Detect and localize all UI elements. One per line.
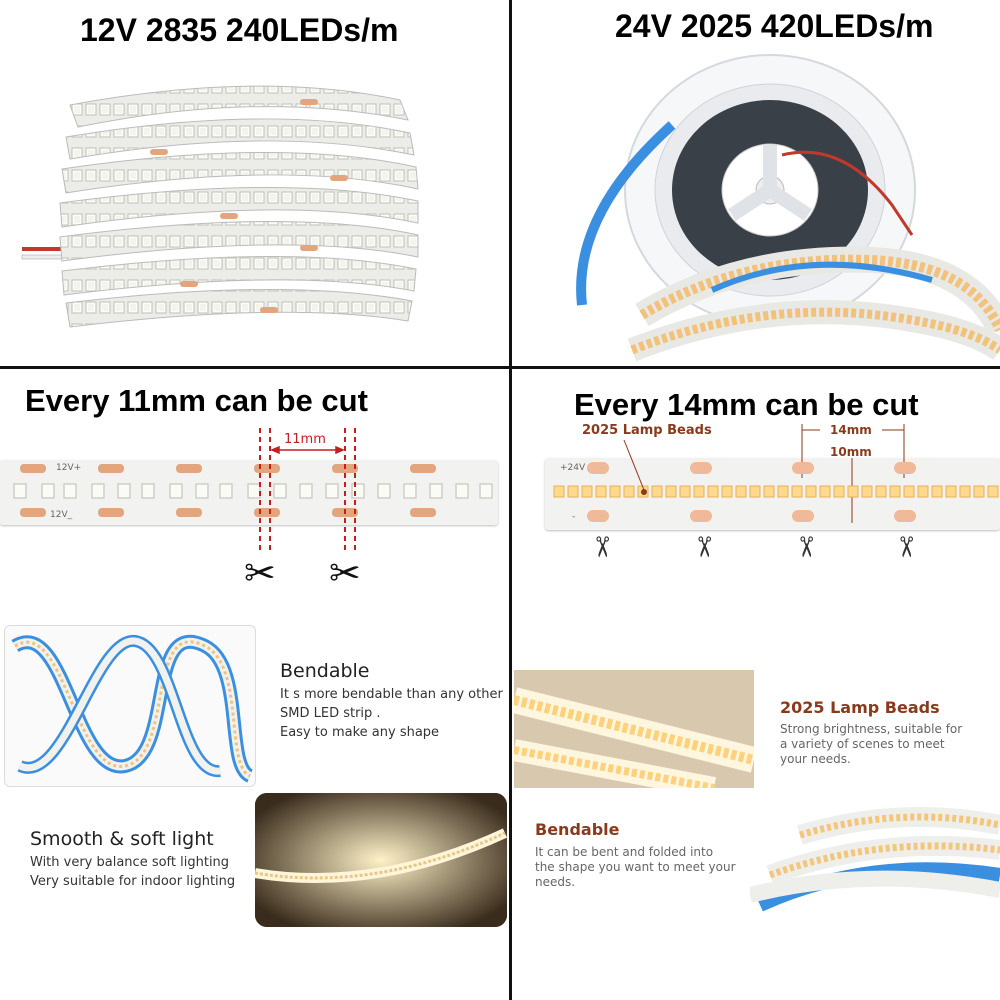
- lamp-beads-text-2: a variety of scenes to meet: [780, 737, 945, 751]
- smooth-light-text-1: With very balance soft lighting: [30, 855, 230, 870]
- strip-plus-label: 12V+: [56, 463, 82, 473]
- smooth-light-title: Smooth & soft light: [30, 828, 214, 850]
- strip-plus-label: +24V: [560, 463, 586, 473]
- reel-24v-strip-image: [512, 45, 1000, 363]
- strip-minus-label: -: [572, 512, 576, 522]
- lamp-beads-title: 2025 Lamp Beads: [780, 698, 940, 717]
- lamp-beads-label: 2025 Lamp Beads: [582, 423, 712, 438]
- warm-strip-closeup-image: [514, 670, 754, 788]
- scissors-icon: ✂: [586, 535, 618, 559]
- title-cut-11mm: Every 11mm can be cut: [25, 383, 368, 418]
- scissors-icon: ✂: [890, 535, 922, 559]
- bendable-strip-image: [4, 625, 256, 787]
- soft-light-image: [255, 793, 507, 927]
- bendable-text-3: Easy to make any shape: [280, 725, 440, 740]
- title-24v-strip: 24V 2025 420LEDs/m: [615, 8, 934, 44]
- scissors-icon: ✂: [790, 535, 822, 559]
- title-12v-strip: 12V 2835 240LEDs/m: [80, 12, 399, 48]
- title-cut-14mm: Every 14mm can be cut: [574, 387, 919, 422]
- coiled-12v-strip-image: [0, 55, 509, 363]
- bendable-text-2: SMD LED strip .: [280, 706, 381, 721]
- folded-strip-image: [750, 795, 1000, 915]
- scissors-icon: ✂: [329, 553, 361, 595]
- dimension-10mm: 10mm: [830, 445, 872, 459]
- cut-diagram-14mm: 2025 Lamp Beads 14mm 10mm: [512, 418, 1000, 598]
- dimension-14mm: 14mm: [830, 423, 872, 437]
- scissors-icon: ✂: [244, 553, 276, 595]
- horizontal-divider: [0, 366, 1000, 369]
- bendable-title: Bendable: [280, 660, 370, 682]
- lamp-beads-text-3: your needs.: [780, 752, 851, 766]
- cut-diagram-11mm: 12V+ 12V_ 11mm ✂ ✂: [0, 420, 509, 605]
- smooth-light-text-2: Very suitable for indoor lighting: [30, 874, 236, 889]
- bendable-right-text-2: the shape you want to meet your: [535, 860, 736, 874]
- bendable-right-text-3: needs.: [535, 875, 576, 889]
- scissors-icon: ✂: [688, 535, 720, 559]
- bendable-right-text-1: It can be bent and folded into: [535, 845, 714, 859]
- strip-minus-label: 12V_: [50, 510, 73, 520]
- bendable-text-1: It s more bendable than any other: [280, 687, 503, 702]
- bendable-right-title: Bendable: [535, 820, 620, 839]
- lamp-beads-text-1: Strong brightness, suitable for: [780, 722, 963, 736]
- vertical-divider: [509, 0, 512, 1000]
- dimension-11mm: 11mm: [284, 432, 326, 447]
